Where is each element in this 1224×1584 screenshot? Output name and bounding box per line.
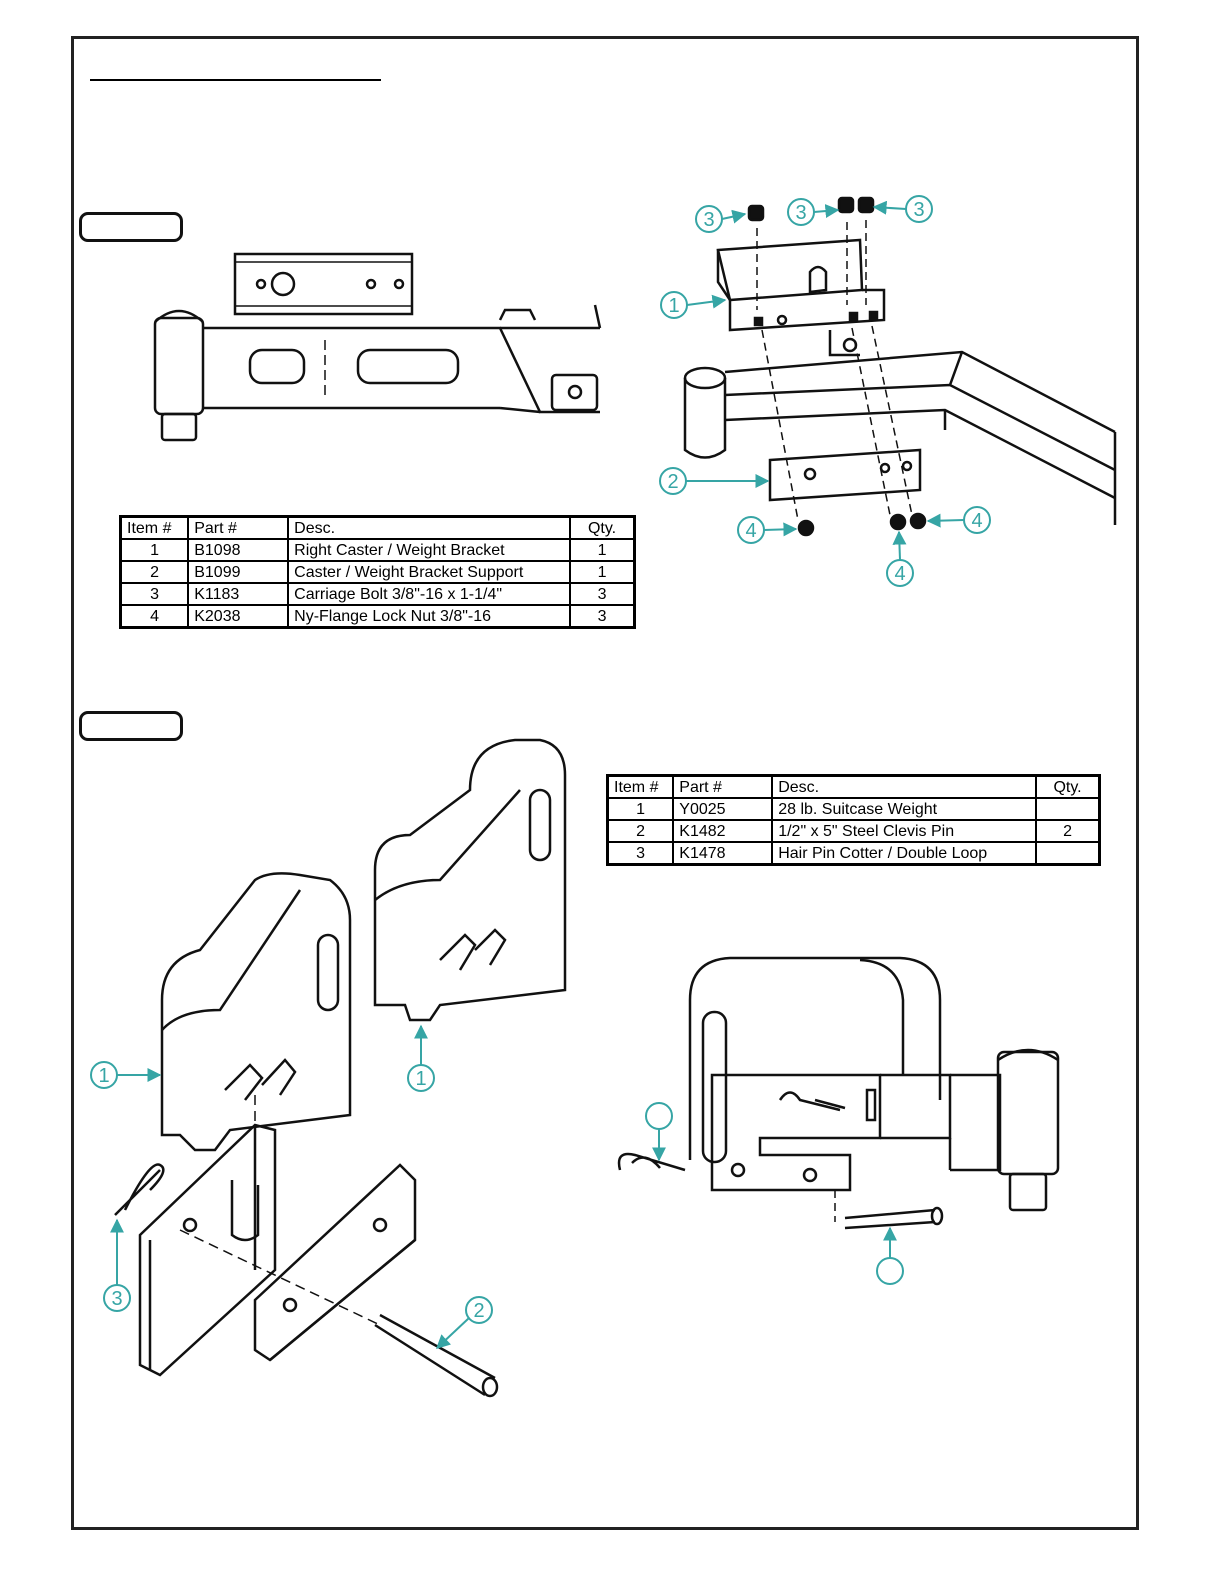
callout-label: 4 (894, 563, 905, 585)
cell-desc: Caster / Weight Bracket Support (287, 560, 572, 584)
callout-label: 2 (473, 1300, 484, 1322)
cell-desc: Right Caster / Weight Bracket (287, 538, 572, 562)
callout-label: 3 (703, 209, 714, 231)
cell-desc: 28 lb. Suitcase Weight (771, 797, 1038, 821)
exploded-view-bracket (683, 196, 1117, 537)
callout-circle: 3 (695, 205, 747, 233)
callout-label: 1 (668, 295, 679, 317)
step-label-box-1 (79, 212, 183, 242)
step-label-box-2 (79, 711, 183, 741)
title-underline (90, 79, 381, 81)
cell-desc: Ny-Flange Lock Nut 3/8"-16 (287, 604, 572, 629)
caster-housing (996, 1050, 1060, 1176)
cell-part: K1183 (187, 582, 290, 606)
table-row: 4 K2038 Ny-Flange Lock Nut 3/8"-16 3 (119, 604, 636, 629)
callout-label: 1 (98, 1065, 109, 1087)
callout-label: 2 (667, 471, 678, 493)
table-row: 3 K1478 Hair Pin Cotter / Double Loop (606, 841, 1101, 866)
callout-circle: 1 (660, 291, 727, 319)
table-row: 1 Y0025 28 lb. Suitcase Weight (606, 797, 1101, 821)
cell-desc: Carriage Bolt 3/8"-16 x 1-1/4" (287, 582, 572, 606)
arm-slot-right (356, 348, 460, 385)
callout-label: 3 (913, 199, 924, 221)
assembled-view-weight (617, 956, 1060, 1230)
page-border (71, 36, 1139, 1530)
cell-item: 1 (606, 797, 675, 821)
cell-part: Y0025 (672, 797, 774, 821)
lower-bracket (768, 448, 922, 502)
cell-item: 2 (119, 560, 190, 584)
bracket-hole (270, 271, 296, 297)
cell-qty: 2 (1035, 819, 1101, 843)
table-row: 1 B1098 Right Caster / Weight Bracket 1 (119, 538, 636, 562)
callout-circle: 4 (886, 530, 914, 587)
cell-qty: 3 (569, 582, 636, 606)
bracket-plate (233, 252, 414, 316)
cell-item: 1 (119, 538, 190, 562)
callout-circle: 3 (872, 195, 933, 223)
cell-qty: 3 (569, 604, 636, 629)
callout-label: 4 (971, 510, 982, 532)
cell-part: K1482 (672, 819, 774, 843)
callout-label: 3 (111, 1288, 122, 1310)
weight-upper (373, 738, 567, 1022)
callout-label: 1 (415, 1068, 426, 1090)
callout-label: 3 (795, 202, 806, 224)
cell-desc: Hair Pin Cotter / Double Loop (771, 841, 1038, 866)
header-part: Part # (672, 774, 774, 799)
cell-qty: 1 (569, 560, 636, 584)
upper-bracket (716, 238, 864, 302)
parts-table-1: Item # Part # Desc. Qty. 1 B1098 Right C… (119, 515, 636, 629)
callout-circle: 2 (659, 467, 770, 495)
caster-top (683, 366, 727, 390)
callouts: 3 3 3 1 2 4 4 4 (90, 195, 991, 1349)
cell-part: K2038 (187, 604, 290, 629)
cell-part: K1478 (672, 841, 774, 866)
table-header-row: Item # Part # Desc. Qty. (119, 515, 636, 540)
table-header-row: Item # Part # Desc. Qty. (606, 774, 1101, 799)
side-view-caster-arm (153, 252, 602, 442)
cell-item: 2 (606, 819, 675, 843)
cell-item: 3 (119, 582, 190, 606)
parts-table-2: Item # Part # Desc. Qty. 1 Y0025 28 lb. … (606, 774, 1101, 866)
table-row: 2 B1099 Caster / Weight Bracket Support … (119, 560, 636, 584)
exploded-view-weights (114, 738, 567, 1398)
cell-item: 3 (606, 841, 675, 866)
cell-part: B1098 (187, 538, 290, 562)
callout-circle: 4 (737, 516, 798, 544)
cell-qty: 1 (569, 538, 636, 562)
arm-slot-left (248, 348, 306, 385)
callout-circle: 1 (90, 1061, 162, 1089)
callout-circle: 3 (787, 198, 840, 226)
table-row: 3 K1183 Carriage Bolt 3/8"-16 x 1-1/4" 3 (119, 582, 636, 606)
callout-circle: 2 (435, 1296, 493, 1349)
weight-lower (160, 872, 352, 1152)
cell-qty (1035, 797, 1101, 821)
cell-part: B1099 (187, 560, 290, 584)
table-row: 2 K1482 1/2" x 5" Steel Clevis Pin 2 (606, 819, 1101, 843)
callout-circle: 3 (103, 1218, 131, 1312)
cell-item: 4 (119, 604, 190, 629)
weight-outline (688, 956, 942, 1160)
cell-desc: 1/2" x 5" Steel Clevis Pin (771, 819, 1038, 843)
cell-qty (1035, 841, 1101, 866)
callout-circle (645, 1102, 673, 1162)
caster-housing (153, 316, 205, 416)
callout-label: 4 (745, 520, 756, 542)
bracket-plate (710, 1073, 882, 1192)
callout-circle (876, 1226, 904, 1285)
callout-circle: 4 (926, 506, 991, 534)
callout-circle: 1 (407, 1024, 435, 1092)
